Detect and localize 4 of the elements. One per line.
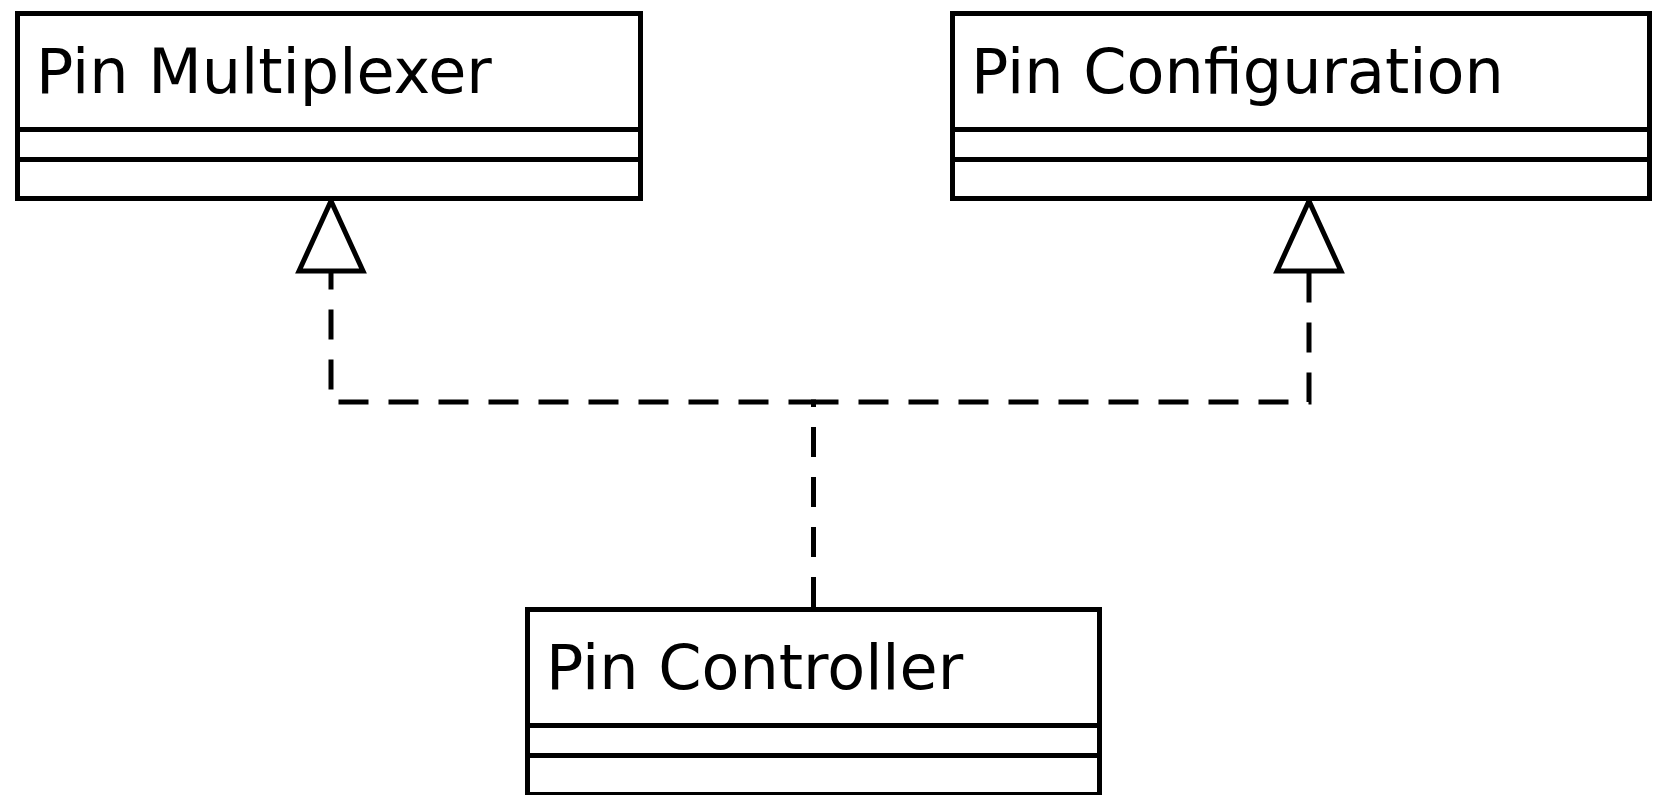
class-name: Pin Controller xyxy=(546,636,964,699)
class-box xyxy=(950,11,1652,201)
class-box xyxy=(525,607,1102,795)
class-box xyxy=(15,11,643,201)
